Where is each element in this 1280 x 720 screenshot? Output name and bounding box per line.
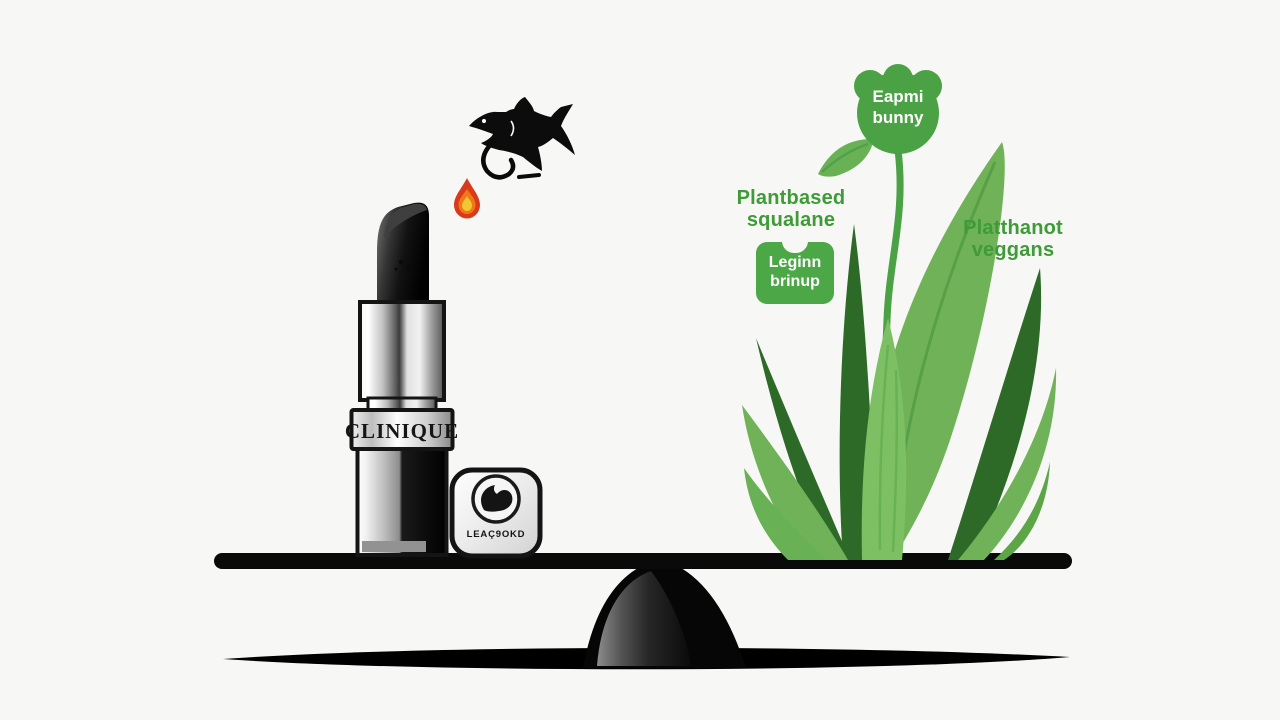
certification-badge: LEAÇ9OKD <box>449 467 543 559</box>
smile-notch-icon <box>782 241 808 253</box>
leaf-light-far-left <box>742 405 848 560</box>
leaf-mid-low-right <box>994 462 1050 560</box>
vegan-label: Platthanot veggans <box>938 217 1088 261</box>
lipstick-tube-upper <box>358 300 446 402</box>
lipstick-bullet-cut-face <box>384 203 427 238</box>
lipstick: CLINIQUE <box>345 202 459 557</box>
lipstick-tube-base-strip <box>362 541 426 552</box>
leaping-bunny-glyph <box>481 485 513 512</box>
leaf-dark-right <box>948 268 1042 560</box>
plant-based-label-line1: Plantbased <box>736 187 846 209</box>
oil-drop-icon <box>454 178 480 219</box>
lipstick-brand-text: CLINIQUE <box>345 419 459 443</box>
lipstick-tube-lower <box>355 447 449 557</box>
leaping-bunny-green-badge: Leginn brinup <box>756 241 834 304</box>
flower-label: Eapmi bunny <box>856 86 940 129</box>
plant-based-label-line2: squalane <box>746 209 836 231</box>
green-badge-line2: brinup <box>770 273 820 290</box>
flower-blob-icon <box>854 64 942 154</box>
shark-icon <box>469 97 575 180</box>
seesaw-beam <box>214 553 1072 569</box>
leaf-light-far-right <box>958 368 1057 560</box>
leaf-light-low-left <box>744 468 826 560</box>
flower-label-line1: Eapmi <box>872 87 924 106</box>
vegan-label-line2: veggans <box>971 239 1055 261</box>
green-badge-line1: Leginn <box>768 254 822 272</box>
plant <box>742 64 1057 560</box>
stem-leaf <box>818 138 874 177</box>
fulcrum-dome-highlight <box>597 571 691 666</box>
plant-based-squalane-label: Plantbased squalane <box>712 187 870 231</box>
certification-badge-text: LEAÇ9OKD <box>467 529 526 540</box>
flower-label-line2: bunny <box>872 108 924 128</box>
vegan-label-line1: Platthanot <box>963 217 1063 239</box>
